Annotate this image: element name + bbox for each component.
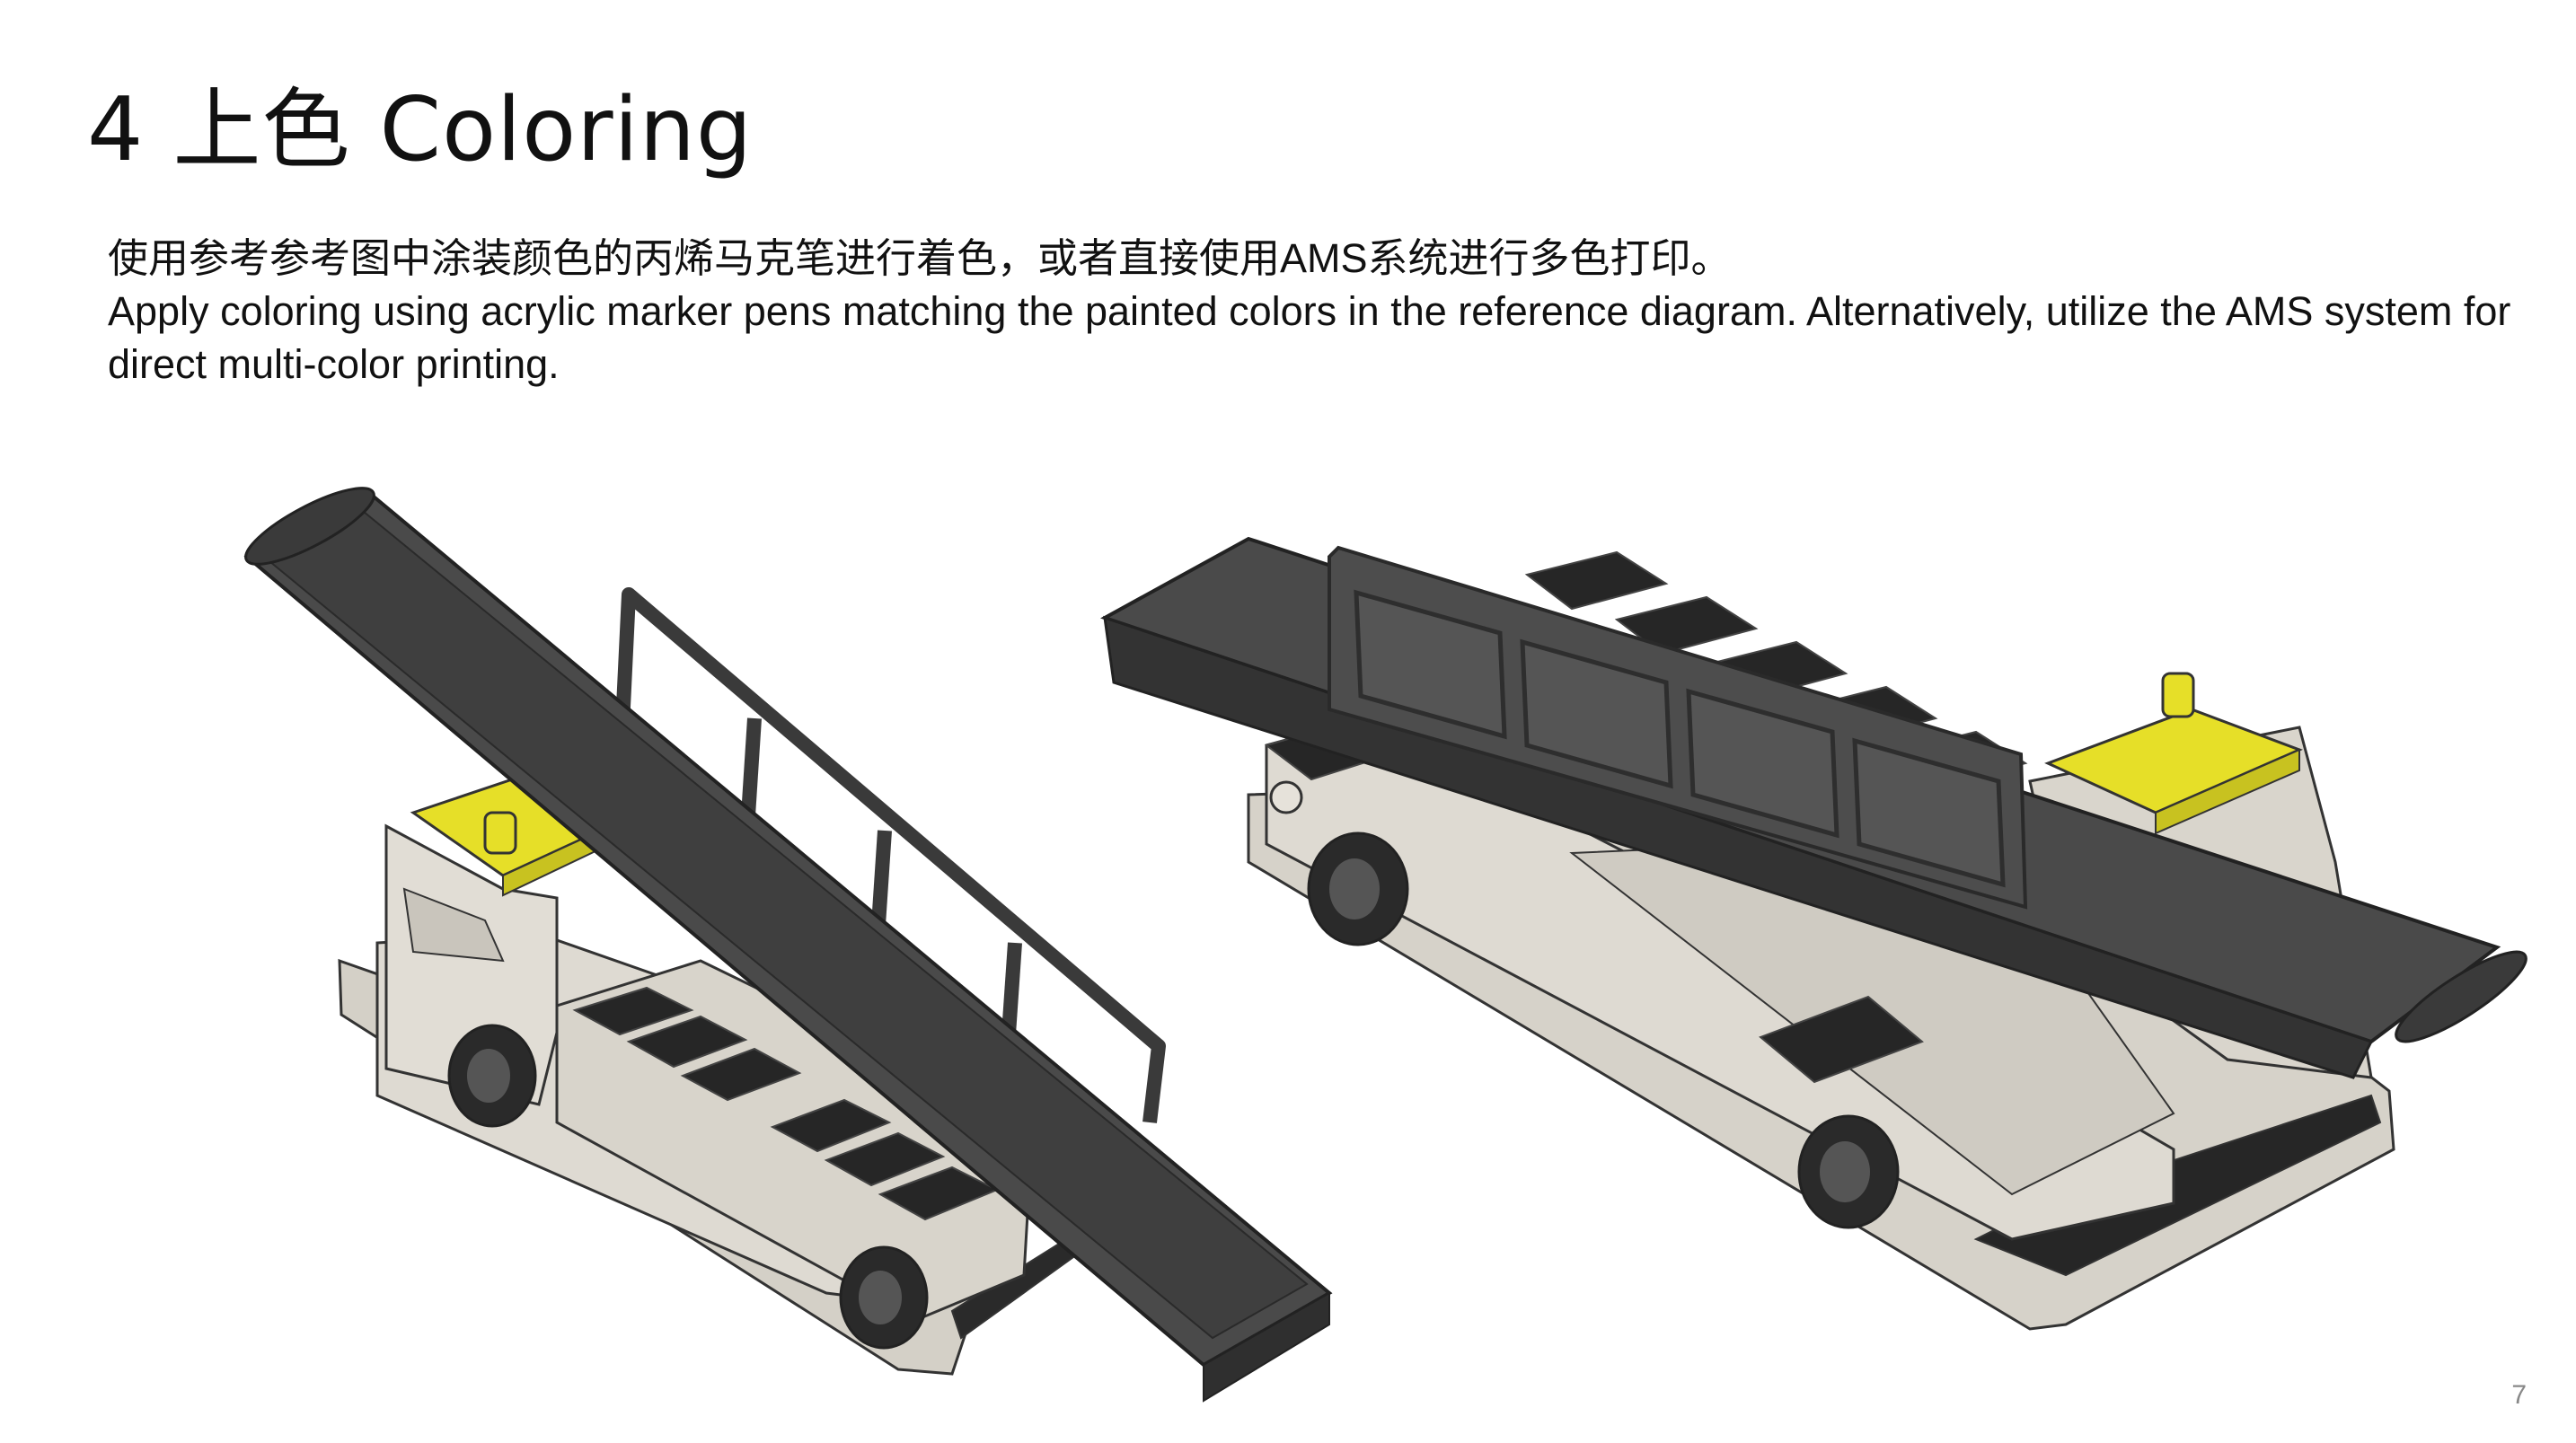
page-number: 7 [2511,1380,2527,1410]
left-beacon [483,811,517,855]
description: 使用参考参考图中涂装颜色的丙烯马克笔进行着色，或者直接使用AMS系统进行多色打印… [108,232,2515,391]
belt-loader-left [243,487,1333,1403]
description-en: Apply coloring using acrylic marker pens… [108,288,2511,387]
right-wheel-front [1307,831,1409,946]
left-wheel-front [447,1024,537,1128]
slide-title: 4 上色 Coloring [87,79,754,181]
right-belt-roller-end [2395,950,2527,1043]
description-zh: 使用参考参考图中涂装颜色的丙烯马克笔进行着色，或者直接使用AMS系统进行多色打印… [108,235,1732,281]
right-wheel-rear [1797,1114,1900,1229]
right-side-panel-frames [1354,589,2006,888]
right-side-panel [1328,545,2028,910]
left-belt-roller-top [244,487,375,566]
belt-loader-right [1100,536,2527,1331]
left-cab-window [402,887,505,963]
left-conveyor-belt-side [1203,1291,1330,1403]
right-cab-roof-side [2155,748,2300,835]
right-beacon [2161,672,2195,718]
right-headlight [1269,780,1303,814]
left-step-pads [572,986,1000,1221]
left-wheel-rear [839,1245,929,1350]
